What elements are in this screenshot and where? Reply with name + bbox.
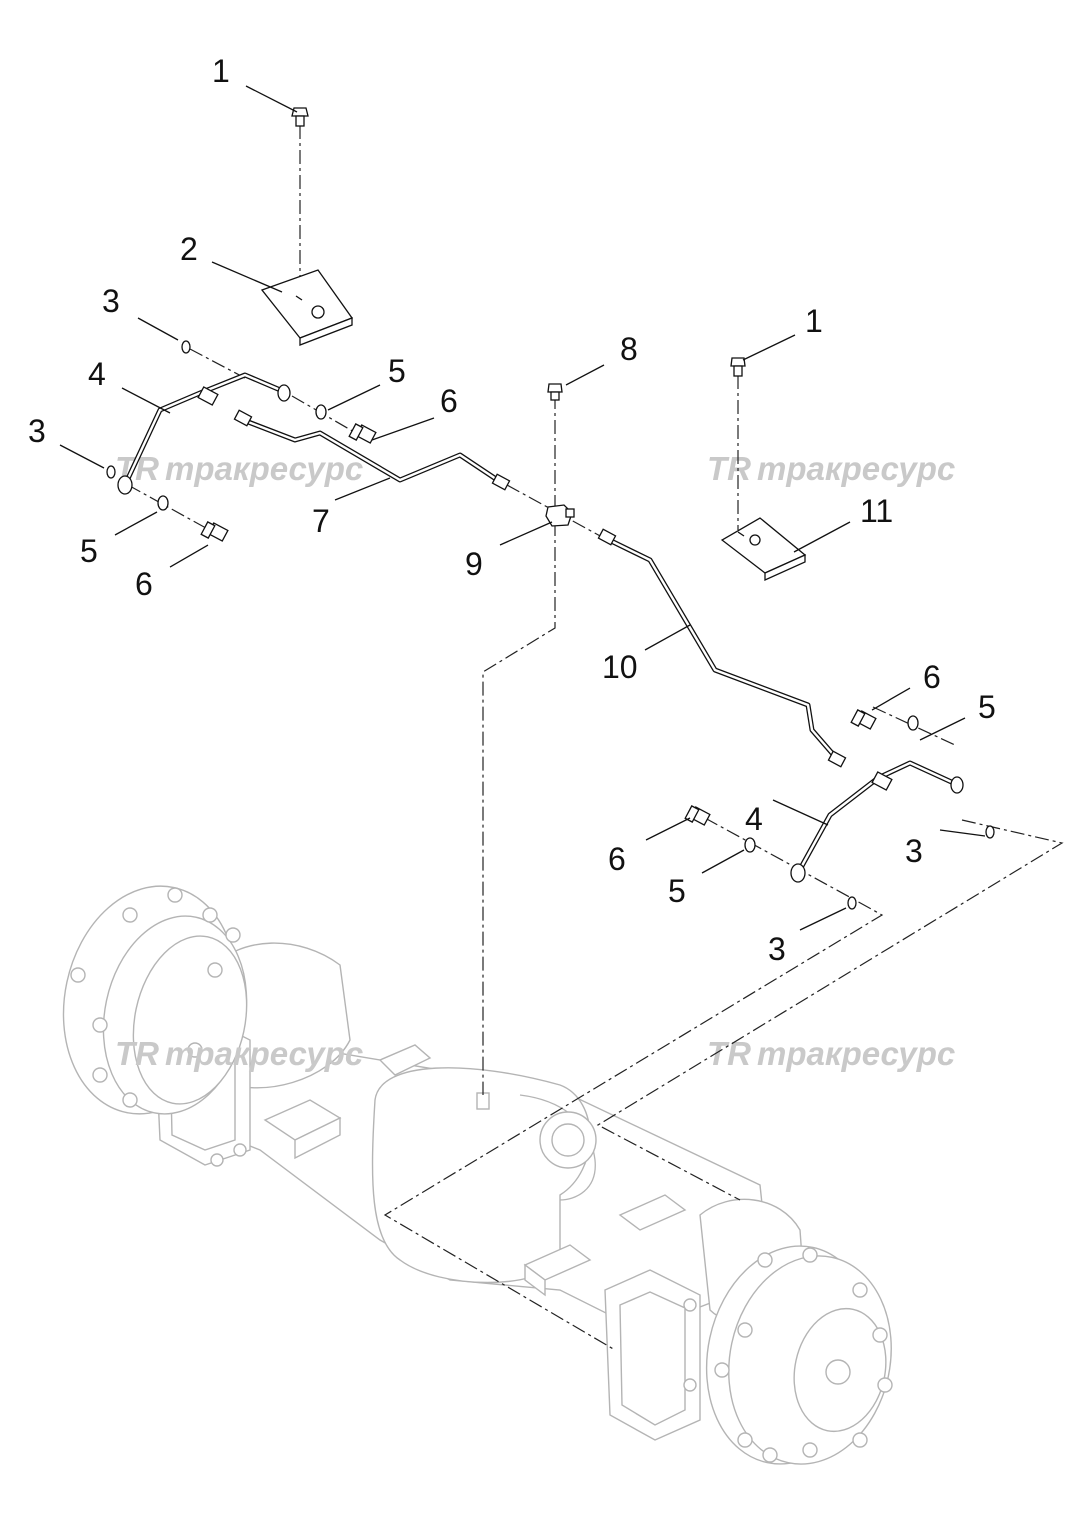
brake-pipe-7 (233, 409, 511, 491)
callout-6-d: 6 (608, 841, 626, 877)
washer-5b (157, 495, 169, 511)
callout-3-c: 3 (905, 833, 923, 869)
bracket-2 (260, 269, 354, 346)
bolt-8 (547, 383, 563, 401)
axle-assembly (62, 885, 893, 1465)
washer-3c (985, 825, 995, 839)
callout-9: 9 (465, 546, 483, 582)
callout-2: 2 (180, 231, 198, 267)
banjo-bolt-6a (348, 423, 377, 444)
brake-pipe-4-right (790, 760, 964, 883)
bolt-1-right (730, 357, 746, 377)
banjo-bolt-6b (200, 521, 229, 542)
svg-text:тракресурс: тракресурс (757, 1035, 955, 1072)
callout-10: 10 (602, 649, 638, 685)
bracket-11 (720, 517, 807, 582)
watermark-top-left: TR тракресурс (115, 450, 363, 487)
callout-4-right: 4 (745, 801, 763, 837)
washer-5c (907, 715, 919, 731)
watermark-bottom-right: TR тракресурс (707, 1035, 955, 1072)
callout-6-c: 6 (923, 659, 941, 695)
watermark-bottom-left: TR тракресурс (115, 1035, 363, 1072)
washer-3b (106, 465, 116, 479)
brake-pipe-4-left (117, 372, 291, 495)
parts (106, 107, 995, 910)
callout-labels: 1 2 3 4 5 6 3 7 5 6 8 9 1 11 10 6 5 4 3 … (28, 53, 996, 967)
callout-7: 7 (312, 503, 330, 539)
callout-8: 8 (620, 331, 638, 367)
washer-3a (181, 340, 191, 354)
callout-5-c: 5 (978, 689, 996, 725)
callout-5-b: 5 (80, 533, 98, 569)
callout-6-b: 6 (135, 566, 153, 602)
washer-3d (847, 896, 857, 910)
svg-text:TR: TR (115, 1035, 159, 1072)
svg-text:тракресурс: тракресурс (165, 1035, 363, 1072)
callout-5-a: 5 (388, 353, 406, 389)
svg-text:тракресурс: тракресурс (165, 450, 363, 487)
callout-5-d: 5 (668, 873, 686, 909)
washer-5a (315, 404, 327, 420)
banjo-bolt-6d (684, 805, 711, 826)
leader-lines (59, 85, 986, 931)
callout-1-top: 1 (212, 53, 230, 89)
callout-3-a: 3 (102, 283, 120, 319)
bolt-1-top (291, 107, 309, 127)
watermark-top-right: TR тракресурс (707, 450, 955, 487)
svg-text:тракресурс: тракресурс (757, 450, 955, 487)
svg-text:TR: TR (707, 1035, 751, 1072)
banjo-bolt-6c (850, 709, 877, 730)
tee-fitting-9 (545, 504, 575, 527)
callout-1-right: 1 (805, 303, 823, 339)
callout-4-left: 4 (88, 356, 106, 392)
washer-5d (744, 837, 756, 853)
svg-text:TR: TR (707, 450, 751, 487)
brake-pipe-10 (597, 528, 847, 768)
callout-6-a: 6 (440, 383, 458, 419)
callout-3-d: 3 (768, 931, 786, 967)
callout-11: 11 (860, 493, 893, 529)
callout-3-b: 3 (28, 413, 46, 449)
